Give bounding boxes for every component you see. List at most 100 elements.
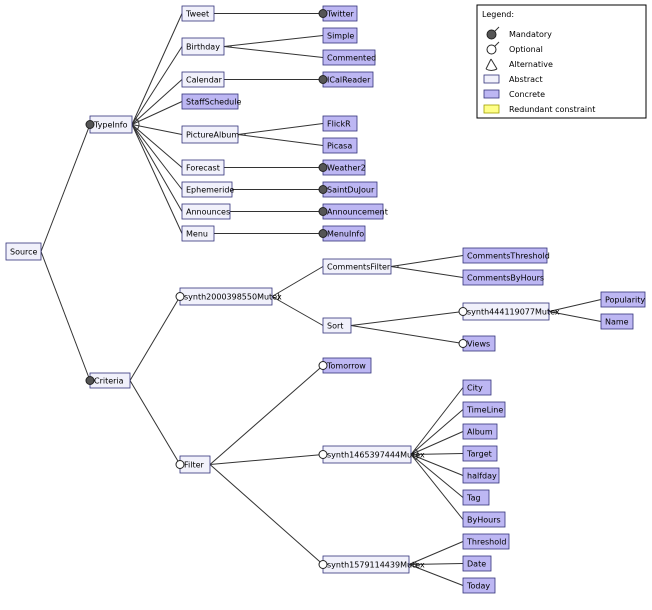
feature-label-menuinfo: MenuInfo bbox=[327, 230, 364, 239]
feature-simple[interactable]: Simple bbox=[322, 27, 358, 44]
feature-staffschedule[interactable]: StaffSchedule bbox=[181, 93, 241, 110]
feature-box-popularity bbox=[600, 291, 646, 308]
feature-today[interactable]: Today bbox=[462, 577, 496, 594]
feature-birthday[interactable]: Birthday bbox=[181, 37, 225, 56]
feature-label-mutex2: synth444119077Mutex bbox=[467, 308, 560, 317]
feature-threshold[interactable]: Threshold bbox=[462, 533, 510, 550]
feature-label-icalreader: ICalReader bbox=[327, 76, 371, 85]
feature-label-commentsfilter: CommentsFilter bbox=[327, 263, 391, 272]
feature-typeinfo[interactable]: TypeInfo bbox=[89, 115, 133, 134]
feature-commentsbyhours[interactable]: CommentsByHours bbox=[462, 269, 544, 286]
legend-title: Legend: bbox=[482, 10, 514, 19]
mandatory-marker-icalreader bbox=[318, 75, 328, 84]
feature-filter[interactable]: Filter bbox=[179, 455, 211, 474]
mandatory-marker-criteria bbox=[85, 376, 95, 385]
edge-layer bbox=[40, 13, 602, 586]
feature-label-commentsbyhours: CommentsByHours bbox=[467, 274, 544, 283]
edge-picturealbum-picasa bbox=[237, 134, 324, 146]
feature-box-city bbox=[462, 379, 492, 396]
feature-tomorrow[interactable]: Tomorrow bbox=[322, 357, 372, 374]
edge-typeinfo-picturealbum bbox=[131, 124, 183, 135]
feature-box-simple bbox=[322, 27, 358, 44]
redundant-swatch bbox=[483, 104, 500, 114]
feature-box-halfday bbox=[462, 467, 500, 484]
feature-commentsfilter[interactable]: CommentsFilter bbox=[322, 258, 392, 275]
feature-announces[interactable]: Announces bbox=[181, 203, 231, 220]
feature-label-city: City bbox=[467, 384, 483, 393]
feature-picasa[interactable]: Picasa bbox=[322, 137, 358, 154]
edge-sort-mutex2 bbox=[350, 311, 464, 326]
feature-box-source bbox=[5, 242, 42, 261]
feature-box-album bbox=[462, 423, 498, 440]
feature-views[interactable]: Views bbox=[462, 335, 496, 352]
optional-marker-tomorrow bbox=[318, 361, 328, 370]
feature-mutex2[interactable]: synth444119077Mutex bbox=[462, 302, 560, 321]
feature-byhours[interactable]: ByHours bbox=[462, 511, 506, 528]
legend: Legend: Mandatory Optional Alternative A… bbox=[476, 4, 647, 119]
feature-source[interactable]: Source bbox=[5, 242, 42, 261]
feature-flickr[interactable]: FlickR bbox=[322, 115, 358, 132]
legend-label-abstract: Abstract bbox=[509, 75, 543, 84]
feature-date[interactable]: Date bbox=[462, 555, 492, 572]
edge-typeinfo-announces bbox=[131, 124, 183, 212]
feature-ephemeride[interactable]: Ephemeride bbox=[181, 181, 234, 198]
feature-weather2[interactable]: Weather2 bbox=[322, 159, 366, 176]
feature-menu[interactable]: Menu bbox=[181, 225, 215, 242]
feature-album[interactable]: Album bbox=[462, 423, 498, 440]
mandatory-icon bbox=[486, 29, 497, 40]
feature-label-saintdujour: SaintDuJour bbox=[327, 186, 375, 195]
feature-criteria[interactable]: Criteria bbox=[89, 372, 131, 389]
feature-box-calendar bbox=[181, 71, 225, 88]
feature-menuinfo[interactable]: MenuInfo bbox=[322, 225, 366, 242]
feature-mutex3[interactable]: synth1465397444Mutex bbox=[322, 445, 425, 464]
feature-name[interactable]: Name bbox=[600, 313, 634, 330]
feature-commentsthreshold[interactable]: CommentsThreshold bbox=[462, 247, 550, 264]
legend-item-abstract: Abstract bbox=[483, 74, 543, 84]
feature-saintdujour[interactable]: SaintDuJour bbox=[322, 181, 378, 198]
edge-typeinfo-forecast bbox=[131, 124, 183, 168]
feature-label-byhours: ByHours bbox=[467, 516, 501, 525]
edge-criteria-mutex1 bbox=[129, 296, 181, 381]
feature-commented[interactable]: Commented bbox=[322, 49, 376, 66]
feature-label-weather2: Weather2 bbox=[327, 164, 366, 173]
alternative-arc-mutex1 bbox=[277, 292, 280, 301]
feature-mutex4[interactable]: synth1579114439Mutex bbox=[322, 555, 425, 574]
feature-label-name: Name bbox=[605, 318, 629, 327]
feature-tweet[interactable]: Tweet bbox=[181, 5, 215, 22]
feature-twitter[interactable]: Twitter bbox=[322, 5, 358, 22]
feature-icalreader[interactable]: ICalReader bbox=[322, 71, 374, 88]
feature-label-forecast: Forecast bbox=[186, 164, 220, 173]
feature-box-menu bbox=[181, 225, 215, 242]
feature-sort[interactable]: Sort bbox=[322, 317, 352, 334]
feature-label-picasa: Picasa bbox=[327, 142, 352, 151]
feature-popularity[interactable]: Popularity bbox=[600, 291, 646, 308]
feature-mutex1[interactable]: synth2000398550Mutex bbox=[179, 287, 282, 306]
feature-label-typeinfo: TypeInfo bbox=[93, 121, 128, 130]
feature-forecast[interactable]: Forecast bbox=[181, 159, 225, 176]
feature-picturealbum[interactable]: PictureAlbum bbox=[181, 125, 239, 144]
mandatory-marker-menuinfo bbox=[318, 229, 328, 238]
feature-label-criteria: Criteria bbox=[94, 377, 124, 386]
feature-city[interactable]: City bbox=[462, 379, 492, 396]
feature-calendar[interactable]: Calendar bbox=[181, 71, 225, 88]
feature-label-tag: Tag bbox=[466, 494, 481, 503]
legend-box bbox=[476, 4, 647, 119]
feature-timeline[interactable]: TimeLine bbox=[462, 401, 506, 418]
edge-filter-mutex3 bbox=[209, 454, 324, 465]
feature-label-mutex1: synth2000398550Mutex bbox=[184, 293, 282, 302]
feature-target[interactable]: Target bbox=[462, 445, 498, 462]
feature-box-commented bbox=[322, 49, 376, 66]
feature-box-byhours bbox=[462, 511, 506, 528]
feature-announcement[interactable]: Announcement bbox=[322, 203, 388, 220]
feature-halfday[interactable]: halfday bbox=[462, 467, 500, 484]
edge-mutex3-halfday bbox=[410, 454, 464, 476]
edge-typeinfo-menu bbox=[131, 124, 183, 234]
feature-label-announces: Announces bbox=[186, 208, 230, 217]
mandatory-marker-announcement bbox=[318, 207, 328, 216]
feature-box-today bbox=[462, 577, 496, 594]
alternative-icon bbox=[485, 58, 498, 70]
optional-marker-mutex3 bbox=[318, 450, 328, 459]
edge-mutex1-commentsfilter bbox=[271, 266, 324, 297]
feature-tag[interactable]: Tag bbox=[462, 489, 490, 506]
edge-mutex2-popularity bbox=[548, 299, 602, 312]
